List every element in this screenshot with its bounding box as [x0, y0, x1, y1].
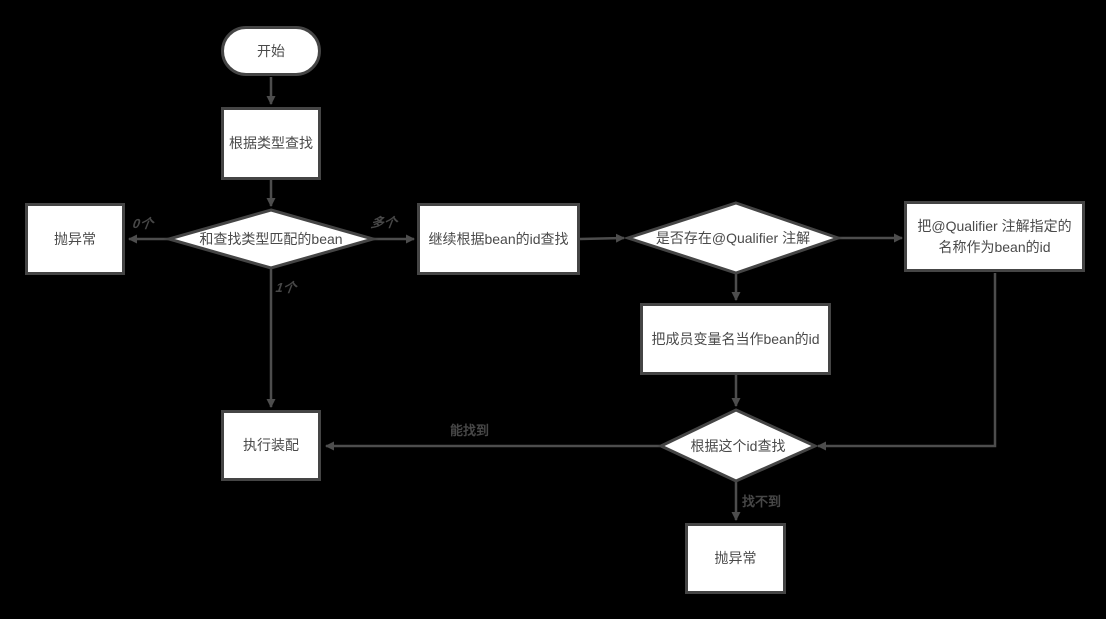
node-throw-exception-left-label: 抛异常: [54, 230, 96, 247]
node-qualifier-name-as-bean-id-label: 把@Qualifier 注解指定的名称作为bean的id: [917, 218, 1072, 255]
node-throw-exception-left: 抛异常: [25, 203, 125, 275]
node-throw-exception-bottom-label: 抛异常: [714, 550, 757, 567]
node-find-by-this-id-decision-label: 根据这个id查找: [690, 437, 786, 454]
node-start: 开始: [221, 26, 321, 76]
node-member-var-as-bean-id: 把成员变量名当作bean的id: [640, 303, 831, 375]
edge-label-one-count: 1个: [274, 280, 298, 295]
node-continue-find-by-id: 继续根据bean的id查找: [417, 203, 580, 275]
node-qualifier-exists-decision-label: 是否存在@Qualifier 注解: [655, 230, 811, 246]
node-find-by-type: 根据类型查找: [221, 107, 321, 180]
node-perform-assembly: 执行装配: [221, 410, 321, 481]
edge-label-zero-count: 0个: [131, 216, 155, 231]
node-match-beans-decision: 和查找类型匹配的bean: [169, 210, 373, 268]
node-match-beans-decision-label: 和查找类型匹配的bean: [199, 231, 343, 247]
node-member-var-as-bean-id-label: 把成员变量名当作bean的id: [651, 330, 820, 347]
edge-label-multiple-count: 多个: [369, 215, 398, 230]
node-perform-assembly-label: 执行装配: [243, 437, 299, 454]
decision-find-by-this-id-shape: [657, 408, 819, 483]
node-throw-exception-bottom: 抛异常: [685, 523, 786, 594]
node-find-by-type-label: 根据类型查找: [229, 135, 313, 152]
decision-match-beans-shape: [163, 208, 379, 270]
edge-label-not-found: 找不到: [742, 494, 782, 509]
node-qualifier-name-as-bean-id: 把@Qualifier 注解指定的名称作为bean的id: [904, 201, 1085, 272]
node-find-by-this-id-decision: 根据这个id查找: [661, 410, 815, 481]
node-qualifier-exists-decision: 是否存在@Qualifier 注解: [628, 203, 838, 273]
node-continue-find-by-id-label: 继续根据bean的id查找: [428, 230, 569, 247]
node-start-label: 开始: [257, 42, 285, 59]
edge-continue-find-to-qualifier-decision: [579, 233, 625, 243]
edge-label-found: 能找到: [450, 423, 490, 438]
edge-qualifier-name-to-find-id-decision: [817, 273, 997, 451]
decision-qualifier-exists-shape: [623, 201, 843, 275]
